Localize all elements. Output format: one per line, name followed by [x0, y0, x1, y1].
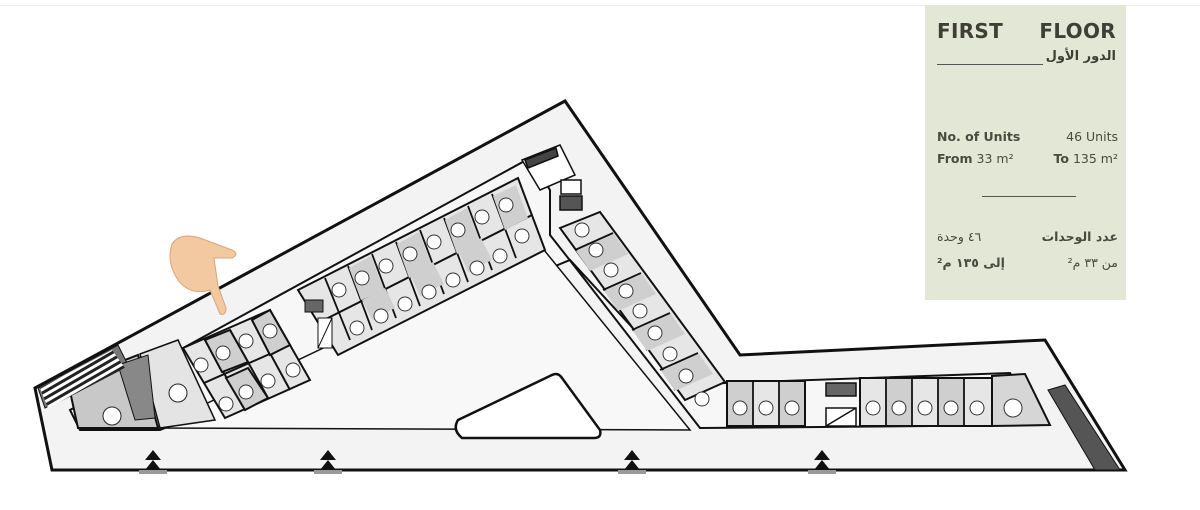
unit-dividers-b	[324, 193, 517, 341]
unit-labels-diagonal	[574, 222, 710, 407]
stair-left-hatch	[40, 350, 125, 408]
units-value-arabic: ٤٦ وحدة	[937, 229, 982, 244]
floor-info-panel: FIRST FLOOR الدور الأول No. of Units 46 …	[925, 5, 1126, 300]
floor-title-left: FIRST	[937, 19, 1004, 43]
to-arabic: إلى ١٣٥ م²	[937, 255, 1005, 270]
entrance-markers	[139, 450, 836, 474]
stair-core-b	[304, 299, 333, 349]
stair-right	[1047, 384, 1121, 471]
unit-labels-b	[331, 197, 530, 336]
from-arabic: من ٣٣ م²	[1067, 255, 1118, 270]
to-value: 135 m²	[1072, 151, 1118, 166]
floor-title-arabic: الدور الأول	[1045, 49, 1116, 64]
entrance-icon	[139, 450, 167, 474]
from-value: 33 m²	[976, 151, 1014, 166]
title-divider	[937, 64, 1043, 65]
service-core-top	[520, 144, 583, 211]
floor-title-right: FLOOR	[1039, 19, 1116, 43]
units-label: No. of Units	[937, 129, 1021, 144]
top-divider	[0, 5, 1200, 6]
to-label: To	[1053, 151, 1069, 166]
unit-labels-bottom	[732, 398, 1023, 418]
units-value: 46 Units	[1066, 129, 1118, 144]
service-core-bottom	[825, 382, 857, 427]
pointing-hand-icon	[169, 235, 237, 315]
unit-labels-a	[193, 323, 301, 412]
unit-label-badge	[168, 383, 188, 403]
entrance-icon	[618, 450, 646, 474]
section-divider	[982, 196, 1076, 197]
from-label: From	[937, 151, 973, 166]
atrium-void	[454, 372, 602, 440]
unit-label-badge	[102, 406, 122, 426]
unit-dividers-bottom	[752, 378, 965, 426]
entrance-icon	[314, 450, 342, 474]
entrance-icon	[808, 450, 836, 474]
units-label-arabic: عدد الوحدات	[1041, 229, 1118, 244]
